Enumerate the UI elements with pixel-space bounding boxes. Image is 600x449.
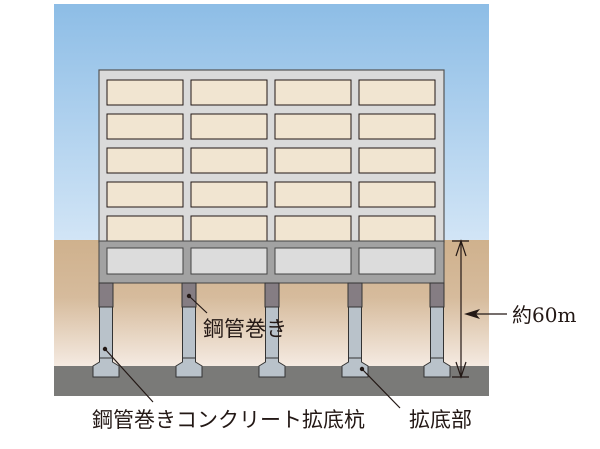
pile-shaft [430, 306, 444, 360]
window [358, 79, 436, 106]
pile-label: 鋼管巻きコンクリート拡底杭 [92, 408, 365, 432]
window [358, 147, 436, 174]
window [190, 147, 268, 174]
pile-shaft [99, 306, 113, 360]
window [190, 79, 268, 106]
leader-lines [104, 295, 401, 409]
enlarged-base [258, 357, 286, 378]
building [98, 69, 445, 284]
pile [258, 282, 286, 378]
window [358, 215, 436, 242]
window [274, 113, 352, 140]
enlarged-base [175, 357, 203, 378]
window [106, 113, 184, 140]
steel-wrap-collar [429, 282, 445, 308]
window [106, 147, 184, 174]
pile-shaft [348, 306, 362, 360]
window [106, 79, 184, 106]
window [190, 215, 268, 242]
enlarged-base [92, 357, 120, 378]
depth-arrow [464, 309, 507, 319]
window [106, 215, 184, 242]
window [190, 181, 268, 208]
window [358, 181, 436, 208]
window [274, 79, 352, 106]
steel-wrap-label: 鋼管巻き [203, 317, 287, 341]
pile-shaft [182, 306, 196, 360]
base-window [106, 247, 184, 275]
enlarged-base [423, 357, 451, 378]
steel-wrap-collar [98, 282, 114, 308]
base-window [358, 247, 436, 275]
pile [175, 282, 203, 378]
base-window [190, 247, 268, 275]
base-window [274, 247, 352, 275]
pile [92, 282, 120, 378]
enlarged-base [341, 357, 369, 378]
steel-wrap-collar [264, 282, 280, 308]
depth-dimension [452, 239, 469, 379]
window [274, 147, 352, 174]
window [106, 181, 184, 208]
pile [423, 282, 451, 378]
depth-label: 約60m [512, 303, 576, 327]
pile [341, 282, 369, 378]
window [358, 113, 436, 140]
piles [92, 282, 451, 378]
enlarged-base-label: 拡底部 [409, 408, 472, 432]
steel-wrap-collar [347, 282, 363, 308]
window [190, 113, 268, 140]
window [274, 181, 352, 208]
window [274, 215, 352, 242]
